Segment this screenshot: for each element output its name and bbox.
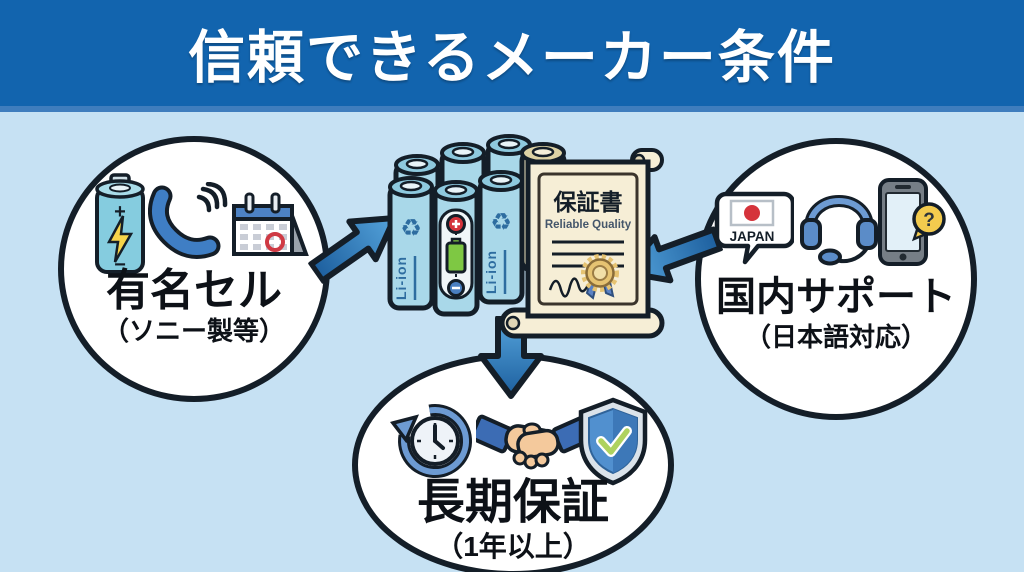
japan-flag-sun [744,205,760,221]
green-cell [445,241,467,274]
checkmark [598,428,630,455]
question-glyph: ? [923,210,935,231]
microphone [818,248,842,266]
battery-minus-glyph: − [114,254,126,276]
page-title: 信頼できるメーカー条件 [188,26,836,90]
headset-icon [800,195,878,266]
phone-speaker [895,185,911,189]
long-term-warranty-sublabel: （1年以上） [435,531,591,562]
certificate: 保証書 Reliable Quality [499,148,665,339]
question-bubble [912,202,946,236]
handshake-icon [476,414,590,470]
famous-cell-label: 有名セル [106,266,282,315]
famous-cell-sublabel: （ソニー製等） [102,316,285,346]
battery-certificate-illustration: ♻ Li-ion ♻ Li-ion [387,134,665,339]
phone-call-icon [148,182,228,259]
fingers [512,450,550,470]
header-banner: 信頼できるメーカー条件 [0,0,1024,112]
sound-wave-icon [196,194,212,213]
japan-speech-bubble-icon: JAPAN [714,191,794,265]
li-ion-label: Li-ion [483,250,499,294]
battery-plus-glyph: + [114,201,126,223]
circled-date-mark [265,232,285,252]
node-domestic-support [695,138,977,420]
recycle-icon: ♻ [400,215,422,242]
shield-check-icon [578,397,648,486]
cutaway-battery [432,180,480,317]
li-ion-label: Li-ion [393,256,409,300]
signature [548,277,590,298]
battery-icon: + − [95,173,145,276]
certificate-seal [581,254,619,300]
japan-badge-text: JAPAN [730,229,775,244]
home-button [899,253,907,261]
calendar-icon [232,192,309,256]
recycle-icon: ♻ [490,209,512,236]
arrowhead [390,414,420,444]
sound-wave-icon [205,182,228,208]
arrow-famous-cell-to-product [307,215,398,284]
sound-wave-icon [200,186,220,210]
lightning-bolt-icon [106,215,134,263]
certificate-title: 保証書 [553,189,623,215]
long-term-warranty-label: 長期保証 [416,476,609,529]
smartphone-question-icon: ? [878,178,946,266]
history-clock-icon [390,404,472,478]
certificate-subtitle: Reliable Quality [545,219,632,231]
domestic-support-label: 国内サポート [716,275,956,319]
domestic-support-sublabel: （日本語対応） [744,322,927,352]
